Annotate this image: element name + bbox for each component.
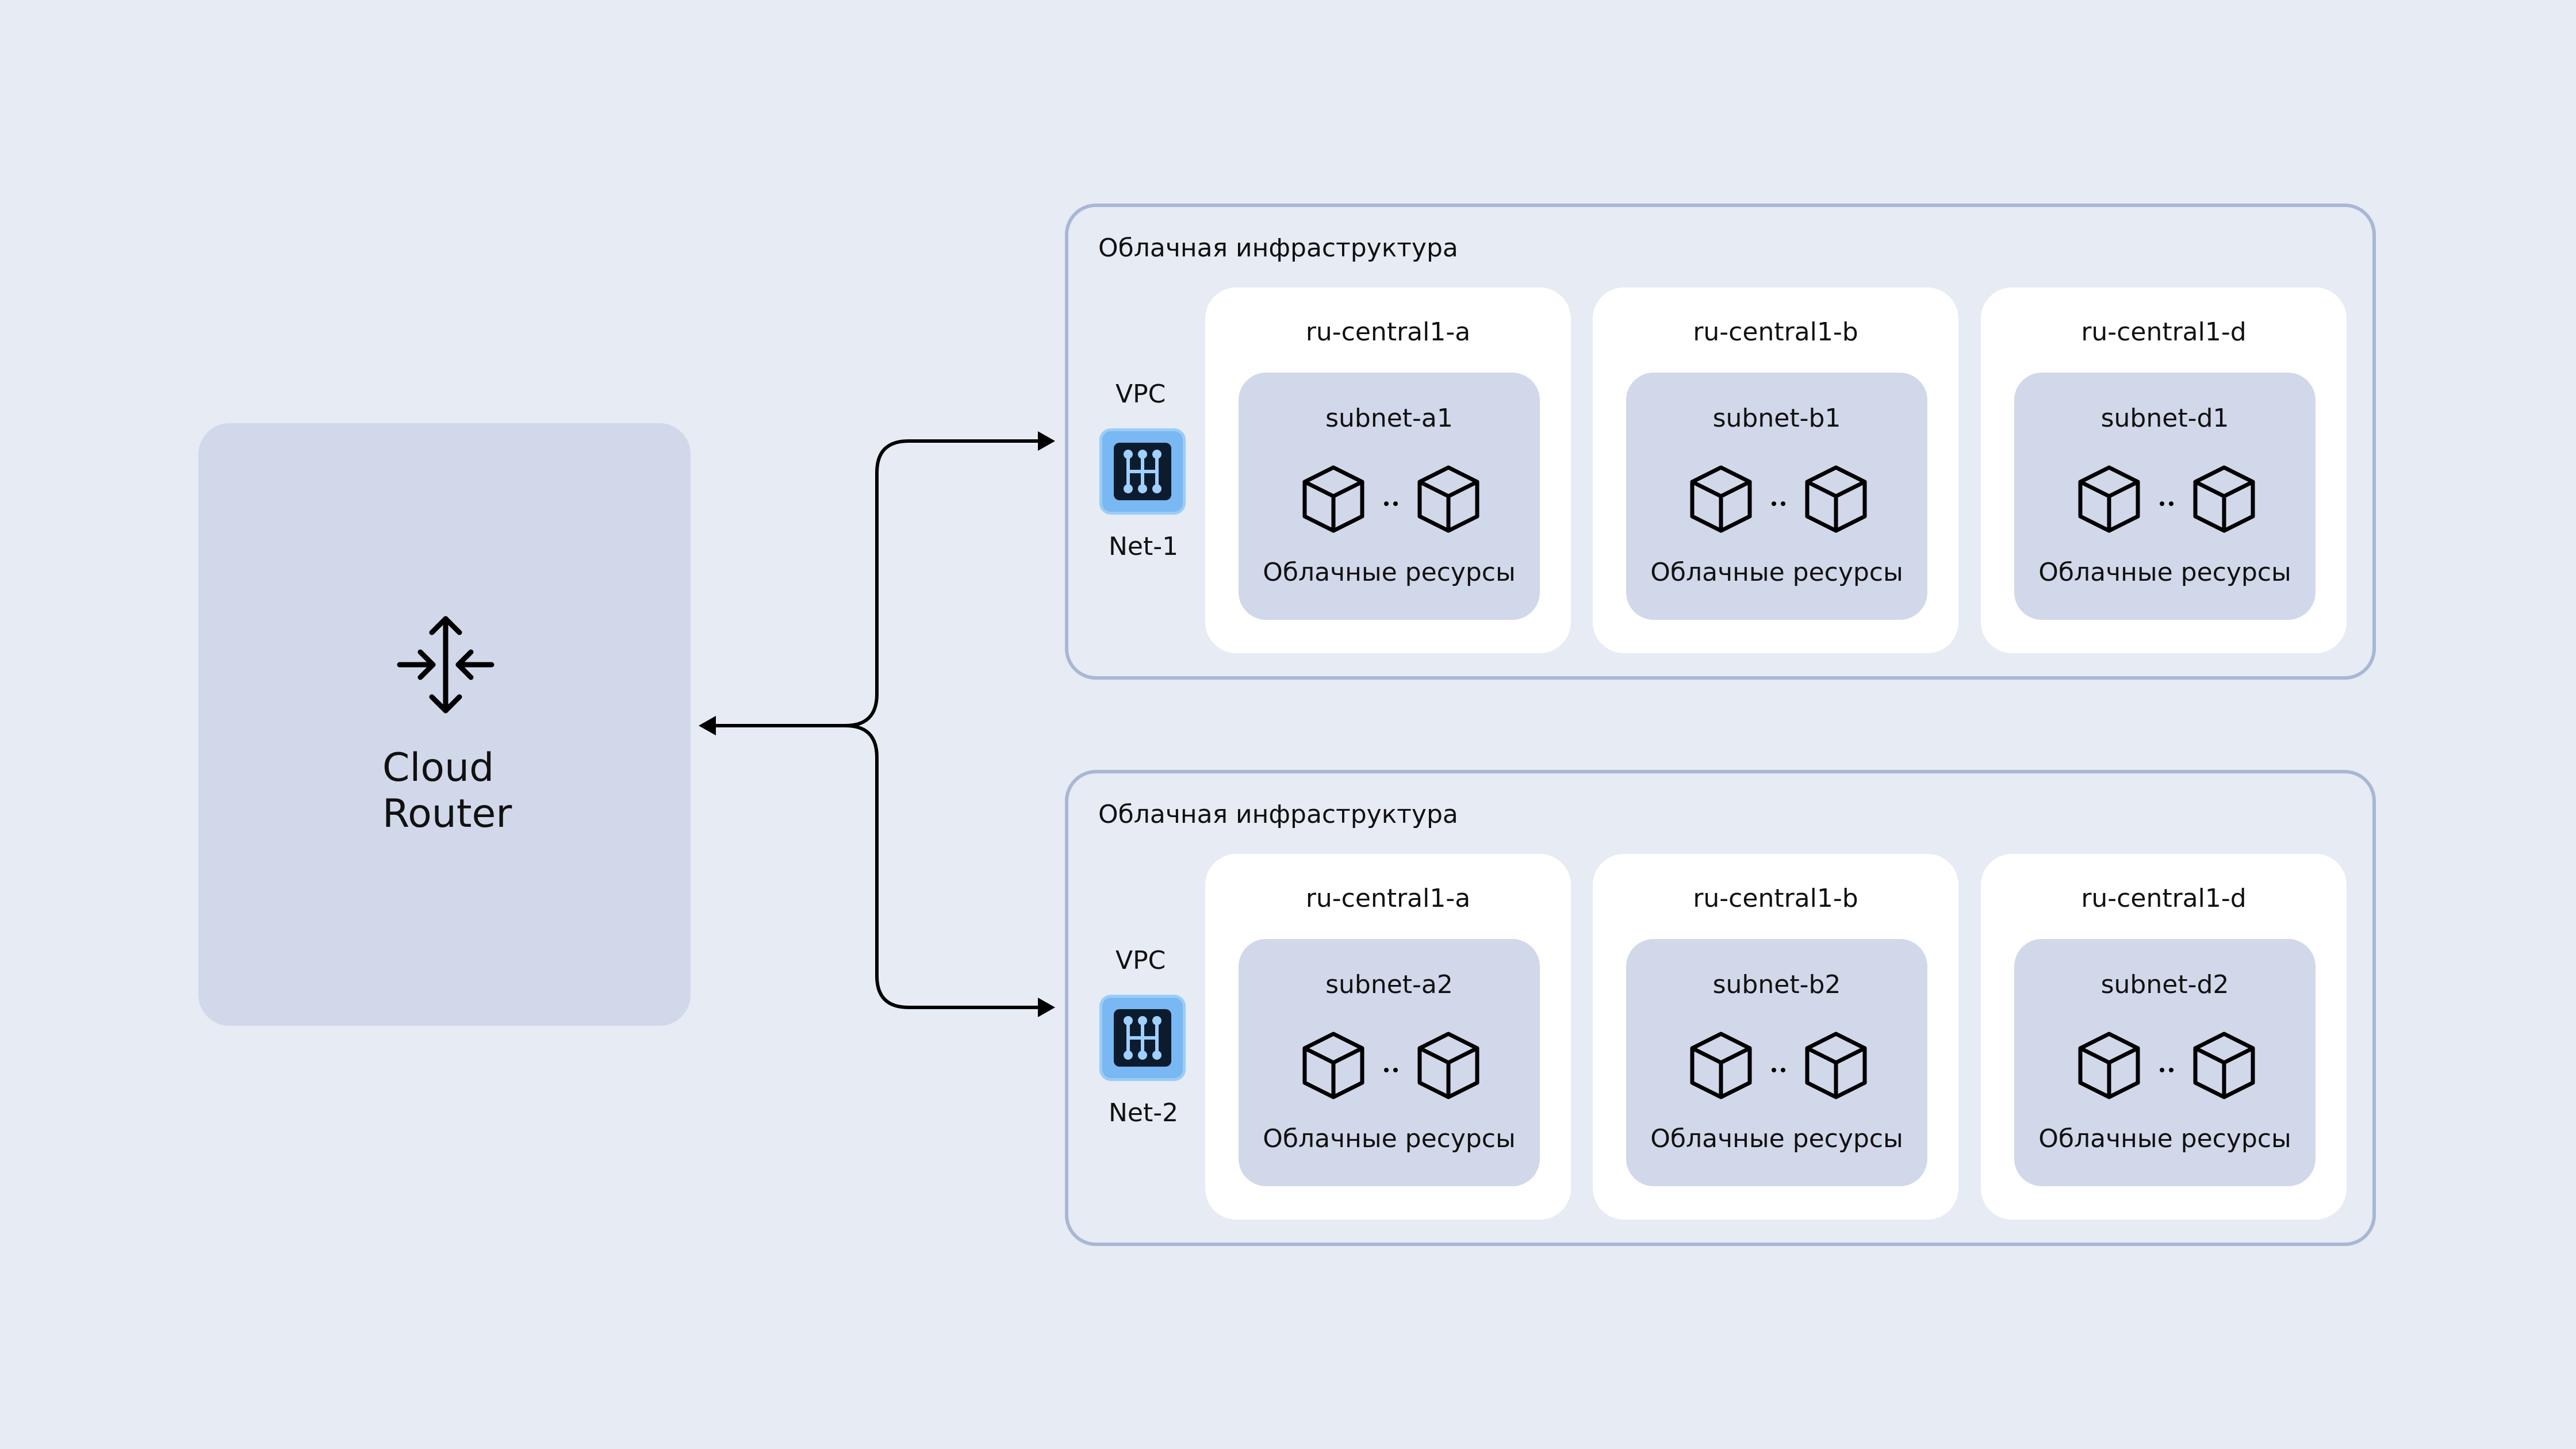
resource-cubes-icon <box>1302 1032 1479 1099</box>
vpc-label: VPC <box>1116 379 1166 409</box>
availability-zone: ru-central1-a subnet-a2 Облачные ресурсы <box>1205 854 1571 1220</box>
availability-zone: ru-central1-a subnet-a1 Облачные ресурсы <box>1205 288 1571 653</box>
resources-label: Облачные ресурсы <box>1263 1124 1516 1153</box>
resources-label: Облачные ресурсы <box>2038 558 2291 587</box>
subnet-name: subnet-b2 <box>1712 970 1841 999</box>
resources-label: Облачные ресурсы <box>1263 558 1516 587</box>
zone-name: ru-central1-b <box>1693 317 1858 347</box>
resources-label: Облачные ресурсы <box>2038 1124 2291 1153</box>
subnet-block: subnet-a2 Облачные ресурсы <box>1239 939 1540 1186</box>
arrowhead-router <box>699 716 716 735</box>
zone-name: ru-central1-b <box>1693 884 1858 913</box>
router-arrows-icon <box>397 616 494 714</box>
resource-cubes-icon <box>2078 465 2255 533</box>
subnet-block: subnet-b2 Облачные ресурсы <box>1626 939 1927 1186</box>
subnet-name: subnet-d1 <box>2100 404 2229 433</box>
resources-label: Облачные ресурсы <box>1650 1124 1903 1153</box>
zone-name: ru-central1-d <box>2081 317 2247 347</box>
resource-cubes-icon <box>1690 1032 1867 1099</box>
subnet-name: subnet-b1 <box>1712 404 1841 433</box>
subnet-name: subnet-a1 <box>1325 404 1453 433</box>
vpc-label: VPC <box>1116 946 1166 975</box>
infrastructure-title: Облачная инфраструктура <box>1098 233 1458 263</box>
availability-zone: ru-central1-d subnet-d2 Облачные ресурсы <box>1981 854 2347 1220</box>
subnet-block: subnet-b1 Облачные ресурсы <box>1626 373 1927 620</box>
subnet-block: subnet-d1 Облачные ресурсы <box>2014 373 2316 620</box>
vpc-network-icon <box>1099 995 1186 1081</box>
arrowhead-net-2 <box>1038 998 1055 1017</box>
subnet-block: subnet-a1 Облачные ресурсы <box>1239 373 1540 620</box>
zone-name: ru-central1-a <box>1305 317 1471 347</box>
resource-cubes-icon <box>2078 1032 2255 1099</box>
availability-zone: ru-central1-b subnet-b2 Облачные ресурсы <box>1593 854 1958 1220</box>
zone-name: ru-central1-a <box>1305 884 1471 913</box>
vpc-network-icon <box>1099 428 1186 515</box>
availability-zone: ru-central1-d subnet-d1 Облачные ресурсы <box>1981 288 2347 653</box>
subnet-name: subnet-d2 <box>2100 970 2229 999</box>
resource-cubes-icon <box>1302 465 1479 533</box>
cloud-infrastructure-1: Облачная инфраструктура VPC <box>1065 204 2376 680</box>
resources-label: Облачные ресурсы <box>1650 558 1903 587</box>
arrowhead-net-1 <box>1038 431 1055 451</box>
availability-zone: ru-central1-b subnet-b1 Облачные ресурсы <box>1593 288 1958 653</box>
resource-cubes-icon <box>1690 465 1867 533</box>
subnet-block: subnet-d2 Облачные ресурсы <box>2014 939 2316 1186</box>
network-name: Net-1 <box>1109 532 1179 561</box>
cloud-infrastructure-2: Облачная инфраструктура VPC <box>1065 770 2376 1246</box>
network-name: Net-2 <box>1109 1098 1179 1128</box>
zone-name: ru-central1-d <box>2081 884 2247 913</box>
cloud-router-block: Cloud Router <box>198 423 691 1026</box>
infrastructure-title: Облачная инфраструктура <box>1098 800 1458 829</box>
cloud-router-label: Cloud Router <box>382 745 512 837</box>
subnet-name: subnet-a2 <box>1325 970 1453 999</box>
